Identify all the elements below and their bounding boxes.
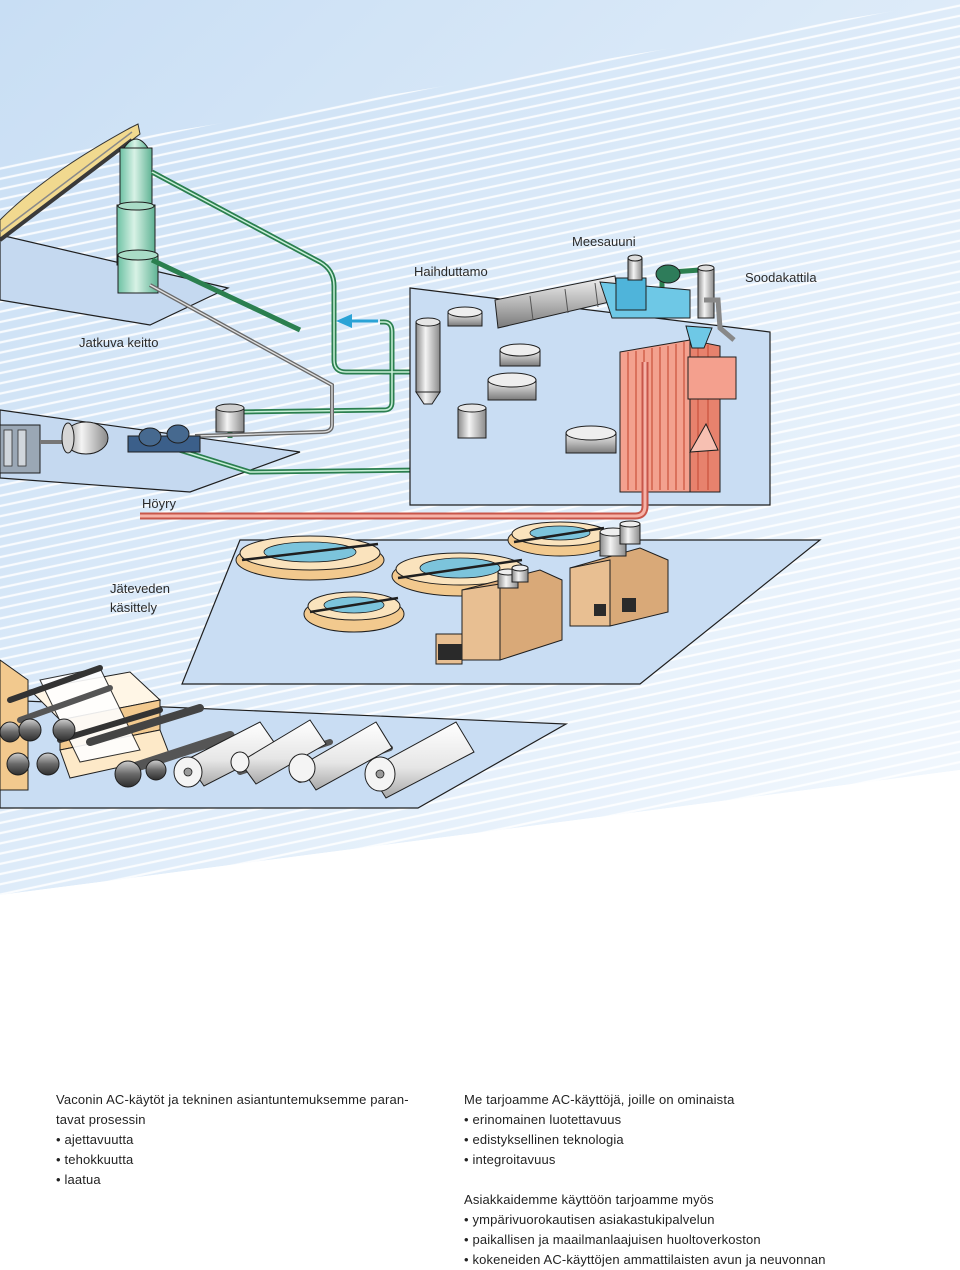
flow-arrow [336, 314, 378, 328]
label-wastewater-line2: käsittely [110, 600, 157, 615]
process-pipe-highlight [149, 284, 333, 437]
label-lime-kiln: Meesauuni [572, 234, 636, 249]
right-intro-2: Asiakkaidemme käyttöön tarjoamme myös [464, 1192, 714, 1207]
evaporator-tanks [447, 306, 617, 454]
recovery-boiler [619, 297, 737, 493]
label-steam: Höyry [142, 496, 176, 511]
list-item: ajettavuutta [56, 1130, 446, 1150]
left-intro-line1: Vaconin AC-käytöt ja tekninen asiantunte… [56, 1092, 409, 1107]
left-intro-line2: tavat prosessin [56, 1112, 146, 1127]
treatment-buildings [435, 520, 669, 665]
label-wastewater-line1: Jäteveden [110, 581, 170, 596]
text-column-left: Vaconin AC-käytöt ja tekninen asiantunte… [56, 1090, 446, 1190]
steam-pipe-highlight [140, 362, 647, 518]
label-evaporation: Haihduttamo [414, 264, 488, 279]
list-item: edistyksellinen teknologia [464, 1130, 944, 1150]
list-item: tehokkuutta [56, 1150, 446, 1170]
lime-kiln [494, 254, 715, 329]
liquor-pipes-highlight [151, 171, 430, 473]
label-continuous-cooking: Jatkuva keitto [79, 335, 159, 350]
paragraph-gap [464, 1170, 944, 1190]
paper-machine [0, 659, 475, 799]
list-item: laatua [56, 1170, 446, 1190]
list-item: integroitavuus [464, 1150, 944, 1170]
digester [116, 138, 159, 294]
left-bullet-list: ajettavuutta tehokkuutta laatua [56, 1130, 446, 1190]
text-column-right: Me tarjoamme AC-käyttöjä, joille on omin… [464, 1090, 944, 1270]
label-recovery-boiler: Soodakattila [745, 270, 817, 285]
chip-conveyor [0, 123, 141, 242]
list-item: ympärivuorokautisen asiakastukipalvelun [464, 1210, 944, 1230]
right-intro: Me tarjoamme AC-käyttöjä, joille on omin… [464, 1092, 735, 1107]
evaporator [415, 317, 487, 439]
mixing-equipment [0, 403, 245, 474]
right-bullet-list-2: ympärivuorokautisen asiakastukipalvelun … [464, 1210, 944, 1270]
list-item: paikallisen ja maailmanlaajuisen huoltov… [464, 1230, 944, 1250]
list-item: erinomainen luotettavuus [464, 1110, 944, 1130]
right-bullet-list: erinomainen luotettavuus edistyksellinen… [464, 1110, 944, 1170]
list-item: kokeneiden AC-käyttöjen ammattilaisten a… [464, 1250, 944, 1270]
